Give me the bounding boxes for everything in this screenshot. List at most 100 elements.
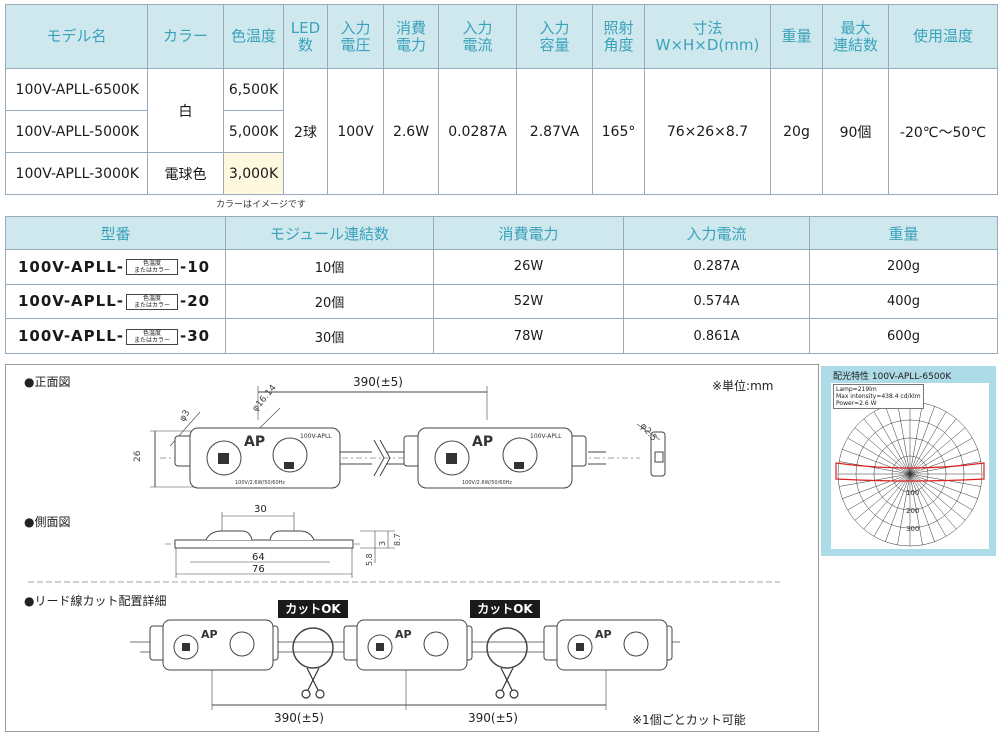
temp-box: 色温度またはカラー <box>126 259 178 276</box>
color-note: カラーはイメージです <box>216 200 306 210</box>
polar-spoke <box>842 449 911 475</box>
technical-drawing: 26 φ3 φ16.14 φ2.5 AP 100V-APLL 100V/2.6W… <box>28 383 780 710</box>
polar-spoke <box>909 473 957 530</box>
logo-icon: AP <box>244 434 265 450</box>
led-module: AP <box>543 619 673 671</box>
capacity: 2.87VA <box>516 68 593 195</box>
model-cell: 100V-APLL-5000K <box>5 110 148 153</box>
set-header-row: 型番 モジュール連結数 消費電力 入力電流 重量 <box>5 216 998 250</box>
set-header-model: 型番 <box>5 216 226 250</box>
spec-header-row: モデル名 カラー 色温度 LED 数 入力 電圧 消費 電力 入力 電流 入力 … <box>5 4 998 69</box>
header-max-links: 最大 連結数 <box>822 4 889 69</box>
spec-row: 100V-APLL-5000K 5,000K <box>5 110 998 153</box>
dim-phi3-label: φ3 <box>178 408 192 423</box>
dim-phi16-label: φ16.14 <box>251 383 279 414</box>
polar-spoke <box>897 403 911 475</box>
module-model-label: 100V-APLL <box>300 433 332 440</box>
polar-spoke <box>909 473 923 545</box>
set-links: 10個 <box>225 249 434 285</box>
color-cell: 電球色 <box>147 152 224 195</box>
set-header-weight: 重量 <box>809 216 998 250</box>
header-weight: 重量 <box>770 4 823 69</box>
cut-note: ※1個ごとカット可能 <box>632 713 746 727</box>
polar-spoke <box>873 473 911 537</box>
cut-ok-label: カットOK <box>470 600 540 618</box>
angle: 165° <box>592 68 645 195</box>
polar-spoke <box>909 473 978 499</box>
temp-range: -20℃〜50℃ <box>888 68 998 195</box>
dim-76: 76 <box>252 564 265 575</box>
polar-spoke <box>863 473 911 530</box>
front-view-title: ●正面図 <box>24 375 71 389</box>
set-row: 100V-APLL-色温度またはカラー-30 30個 78W 0.861A 60… <box>5 318 998 354</box>
info-line: Lamp=219lm <box>836 386 877 393</box>
header-capacity: 入力 容量 <box>516 4 593 69</box>
scissors-icon <box>495 667 519 699</box>
dim-5-8-label: 5.8 <box>365 553 374 566</box>
led-count: 2球 <box>283 68 328 195</box>
polar-spoke <box>854 427 911 475</box>
set-links: 30個 <box>225 318 434 354</box>
header-voltage: 入力 電圧 <box>327 4 384 69</box>
color-cell: 白 <box>147 68 224 153</box>
logo-icon: AP <box>472 434 493 450</box>
module-rating-label: 100V/2.6W/50/60Hz <box>235 480 285 486</box>
light-distribution-panel: 配光特性 100V-APLL-6500K 100 200 300 Lamp=21… <box>821 366 996 556</box>
led-module: AP <box>149 619 279 671</box>
set-row: 100V-APLL-色温度またはカラー-20 20個 52W 0.574A 40… <box>5 283 998 320</box>
polar-spoke <box>847 473 911 511</box>
polar-spoke <box>909 418 957 475</box>
polar-spoke <box>897 473 911 545</box>
spec-row: 100V-APLL-3000K 電球色 3,000K <box>5 152 998 195</box>
led-module: AP 100V-APLL 100V/2.6W/50/60Hz <box>174 427 341 489</box>
logo-icon: AP <box>395 628 412 641</box>
set-weight: 400g <box>809 283 998 320</box>
set-power: 78W <box>433 318 624 354</box>
polar-spoke <box>909 473 935 542</box>
logo-icon: AP <box>595 628 612 641</box>
polar-graph: 100 200 300 <box>835 401 985 547</box>
dim-390-bottom: 390(±5) <box>468 711 518 725</box>
spec-table: モデル名 カラー 色温度 LED 数 入力 電圧 消費 電力 入力 電流 入力 … <box>5 4 998 195</box>
set-model: 100V-APLL-色温度またはカラー-30 <box>5 318 226 354</box>
unit-note: ※単位:mm <box>712 379 774 393</box>
polar-spoke <box>842 473 911 499</box>
polar-spoke <box>863 418 911 475</box>
info-line: Power=2.6 W <box>836 400 877 407</box>
ring-label: 100 <box>906 489 919 497</box>
polar-spoke <box>909 427 966 475</box>
lead-cut-title: ●リード線カット配置詳細 <box>24 594 167 608</box>
cut-ok-label: カットOK <box>278 600 348 618</box>
side-view-title: ●側面図 <box>24 515 71 529</box>
model-cell: 100V-APLL-6500K <box>5 68 148 111</box>
polar-spoke <box>854 473 911 521</box>
scissors-icon <box>301 667 325 699</box>
set-current: 0.861A <box>623 318 810 354</box>
dim-26-label: 26 <box>133 450 143 462</box>
polar-spoke <box>909 461 981 475</box>
side-view <box>165 512 395 578</box>
dim-8-7-label: 8.7 <box>393 533 402 546</box>
temp-box: 色温度またはカラー <box>126 328 178 345</box>
dim-30: 30 <box>254 504 267 515</box>
polar-info-box: Lamp=219lm Max intensity=438.4 cd/klm Po… <box>833 384 924 409</box>
polar-chart: 100 200 300 Lamp=219lm Max intensity=438… <box>831 383 989 549</box>
current: 0.0287A <box>438 68 517 195</box>
set-weight: 200g <box>809 249 998 285</box>
info-line: Max intensity=438.4 cd/klm <box>836 393 921 400</box>
polar-spoke <box>909 406 935 475</box>
module-model-label: 100V-APLL <box>530 433 562 440</box>
drawing-area <box>5 364 819 732</box>
set-header-power: 消費電力 <box>433 216 624 250</box>
set-row: 100V-APLL-色温度またはカラー-10 10個 26W 0.287A 20… <box>5 249 998 285</box>
polar-spoke <box>909 411 947 475</box>
set-current: 0.287A <box>623 249 810 285</box>
header-model: モデル名 <box>5 4 148 69</box>
set-header-current: 入力電流 <box>623 216 810 250</box>
polar-spoke <box>909 473 966 521</box>
set-power: 26W <box>433 249 624 285</box>
led-module: AP 100V-APLL 100V/2.6W/50/60Hz <box>403 427 587 489</box>
model-cell: 100V-APLL-3000K <box>5 152 148 195</box>
polar-spoke <box>885 406 911 475</box>
temp-cell: 3,000K <box>223 152 284 195</box>
